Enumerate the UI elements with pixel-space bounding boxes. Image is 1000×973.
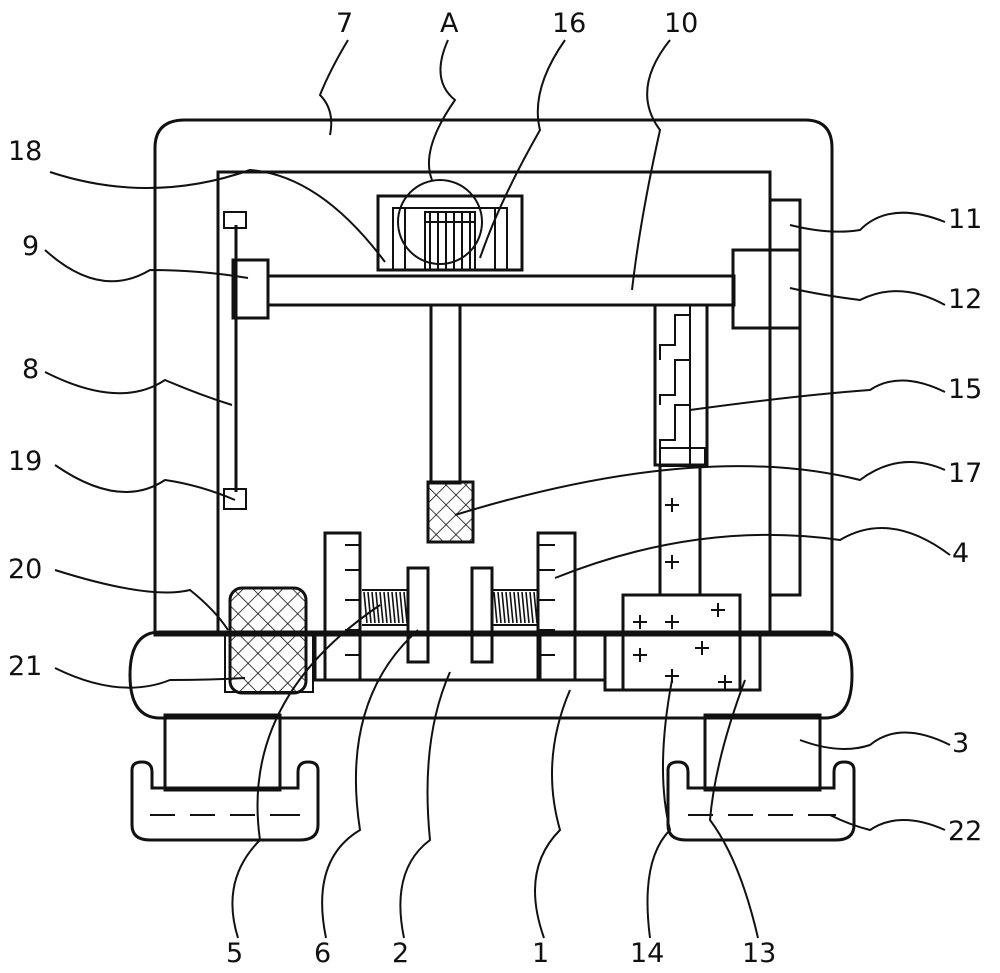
- spring-coil: [506, 592, 509, 623]
- spring-coil: [522, 592, 525, 623]
- label-16: 16: [552, 8, 586, 39]
- label-5: 5: [226, 938, 243, 969]
- spring-coil: [518, 592, 521, 623]
- label-6: 6: [314, 938, 331, 969]
- label-11: 11: [948, 204, 982, 235]
- spring-coil: [526, 592, 529, 623]
- leader-line-1: [535, 690, 570, 938]
- leader-line-22: [830, 815, 945, 830]
- label-19: 19: [8, 446, 42, 477]
- spring-coil: [384, 592, 387, 623]
- plus-mark: [633, 615, 647, 629]
- label-4: 4: [952, 538, 969, 569]
- label-A: A: [440, 8, 459, 39]
- rack-15: [655, 305, 707, 466]
- label-7: 7: [336, 8, 353, 39]
- spring-coil: [400, 592, 403, 623]
- leader-line-4: [555, 528, 950, 578]
- leader-line-11: [790, 213, 945, 232]
- label-17: 17: [948, 458, 982, 489]
- leader-line-21: [55, 668, 245, 688]
- plus-mark: [633, 648, 647, 662]
- plus-mark: [665, 498, 679, 512]
- spring-coil: [372, 592, 375, 623]
- spring-coil: [380, 592, 383, 623]
- leader-line-2: [400, 672, 450, 938]
- leader-line-8: [45, 372, 232, 405]
- label-12: 12: [948, 284, 982, 315]
- cross-bar-10: [268, 276, 734, 305]
- spring-coil: [530, 592, 533, 623]
- leader-line-12: [790, 288, 945, 305]
- plus-mark: [665, 615, 679, 629]
- leader-line-19: [55, 465, 235, 500]
- leader-line-20: [55, 570, 228, 630]
- water-tray-left: [132, 762, 318, 840]
- vertical-rod: [431, 305, 460, 483]
- clamp-plate-6-left: [408, 568, 428, 662]
- label-3: 3: [952, 728, 969, 759]
- spring-coil: [498, 592, 501, 623]
- slider-9: [233, 260, 268, 318]
- leg-left: [165, 715, 280, 790]
- leader-line-10: [632, 40, 670, 290]
- plus-mark: [695, 641, 709, 655]
- leader-line-3: [800, 733, 950, 750]
- spring-coil: [510, 592, 513, 623]
- label-22: 22: [948, 816, 982, 847]
- label-2: 2: [392, 938, 409, 969]
- spring-coil: [388, 592, 391, 623]
- leader-lines: [45, 40, 950, 938]
- lift-rod: [660, 465, 700, 595]
- plus-mark: [711, 603, 725, 617]
- label-1: 1: [532, 938, 549, 969]
- spring-coil: [392, 592, 395, 623]
- label-13: 13: [742, 938, 776, 969]
- spring-coil: [514, 592, 517, 623]
- spring-coil: [494, 592, 497, 623]
- clamp-plate-6-right: [472, 568, 492, 662]
- spring-coil: [502, 592, 505, 623]
- label-8: 8: [22, 354, 39, 385]
- label-10: 10: [664, 8, 698, 39]
- plus-mark: [718, 675, 732, 689]
- plate-4-left: [325, 533, 360, 680]
- label-9: 9: [22, 231, 39, 262]
- label-14: 14: [630, 938, 664, 969]
- leader-line-15: [690, 380, 945, 410]
- label-18: 18: [8, 136, 42, 167]
- springs-5: [362, 590, 538, 625]
- spring-coil: [396, 592, 399, 623]
- label-21: 21: [8, 651, 42, 682]
- spring-coil: [364, 592, 367, 623]
- leader-line-6: [322, 630, 418, 938]
- label-20: 20: [8, 554, 42, 585]
- spring-coil: [368, 592, 371, 623]
- leader-line-A: [429, 40, 455, 180]
- label-15: 15: [948, 374, 982, 405]
- slot-13: [605, 632, 760, 690]
- plate-4-right: [538, 533, 575, 680]
- plus-mark: [665, 555, 679, 569]
- water-tray-right: [668, 762, 854, 840]
